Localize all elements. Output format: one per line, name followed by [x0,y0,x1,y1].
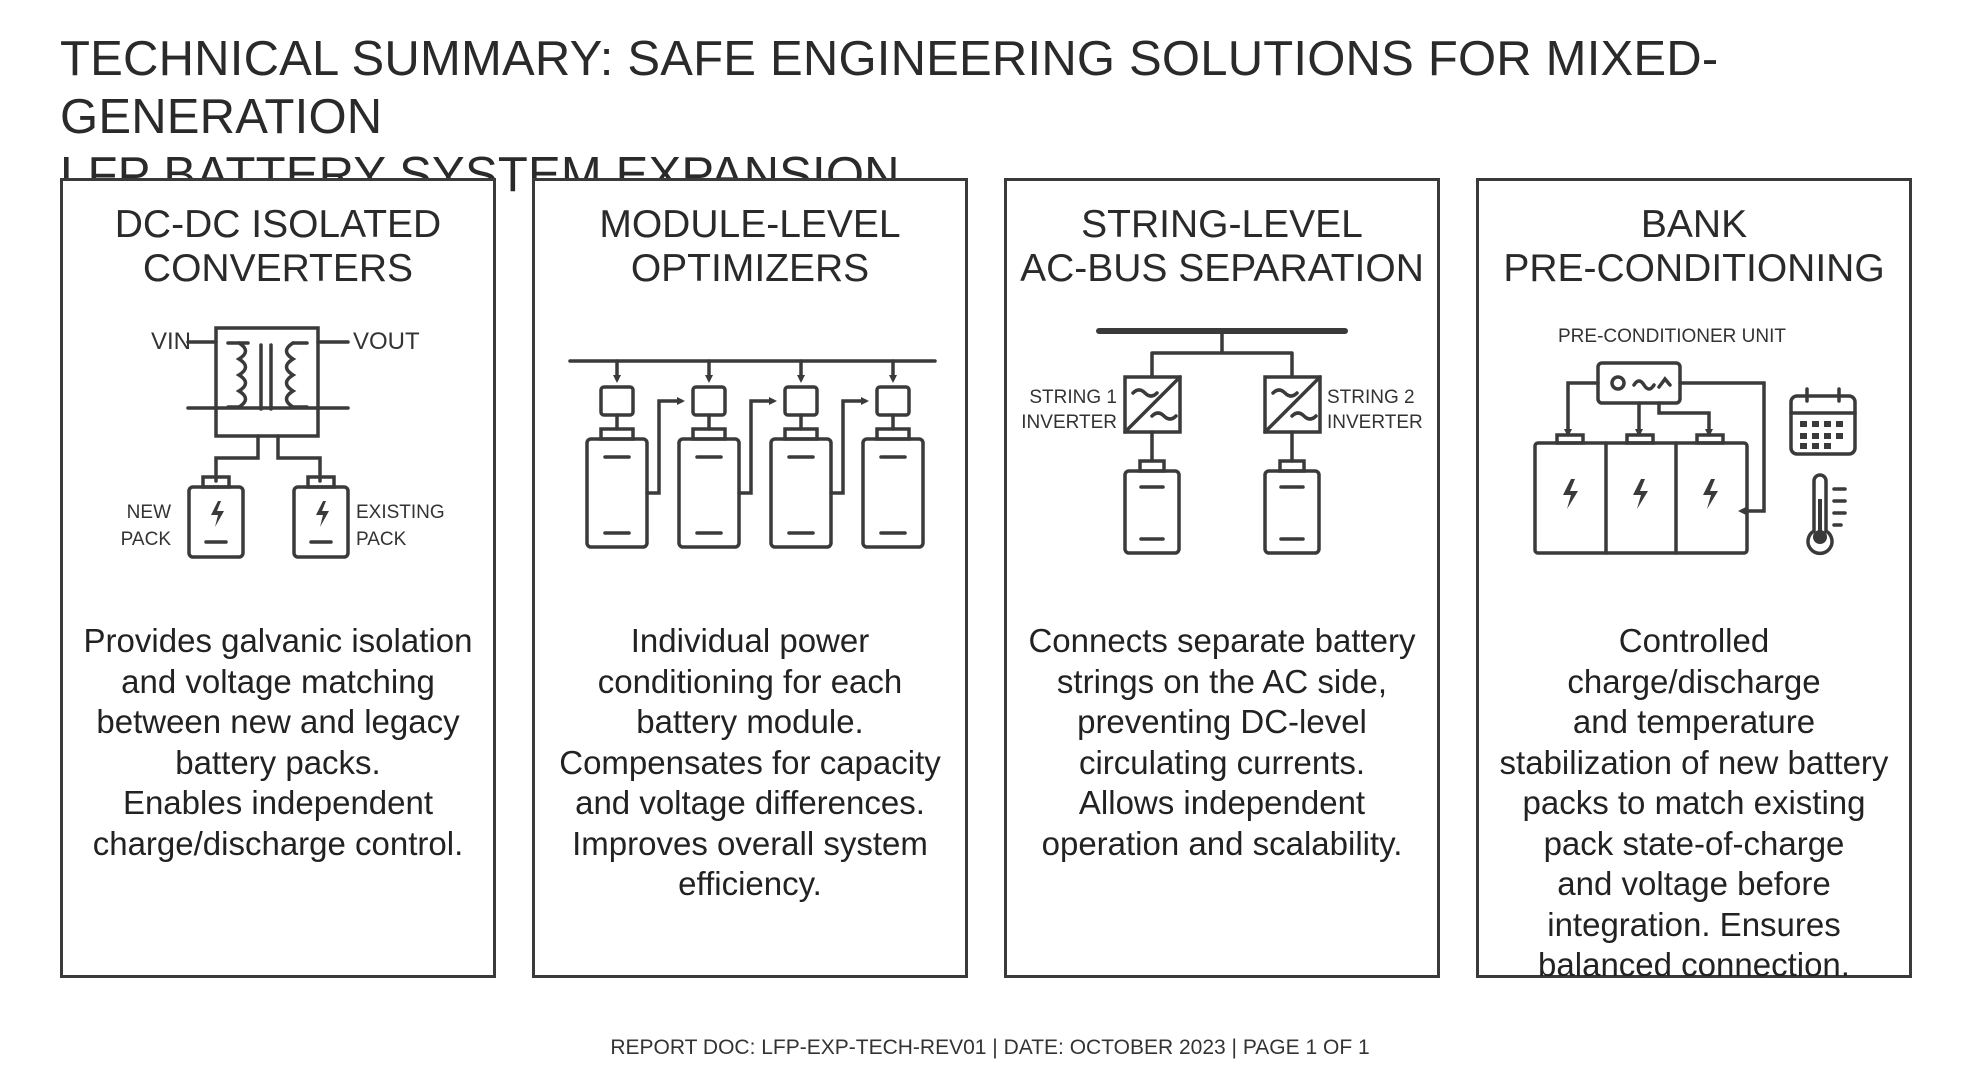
optimizer-icon [783,385,819,417]
panel-dc-dc-converters: DC-DC ISOLATED CONVERTERS [60,178,496,978]
preconditioner-label: PRE-CONDITIONER UNIT [1558,326,1786,347]
panel-title-line: STRING-LEVEL [1081,203,1363,246]
footer-report-info: REPORT DOC: LFP-EXP-TECH-REV01 | DATE: O… [610,1036,1370,1059]
desc-line: packs to match existing [1522,784,1866,821]
panel-module-optimizers: MODULE-LEVEL OPTIMIZERS [532,178,968,978]
panel-ac-bus-separation: STRING-LEVEL AC-BUS SEPARATION [1004,178,1440,978]
calendar-icon [1789,394,1857,456]
desc-line: preventing DC-level [1077,703,1367,740]
ac-bus-diagram: STRING 1 INVERTER STRING 2 INVERTER [1007,321,1437,611]
desc-line: Provides galvanic isolation [83,622,473,659]
optimizer-diagram [535,321,965,611]
desc-line: and voltage differences. [575,784,925,821]
panel-title-line: CONVERTERS [142,247,414,290]
panel-title-line: DC-DC ISOLATED [114,203,442,246]
preconditioning-diagram: PRE-CONDITIONER UNIT [1479,321,1909,611]
battery-icon [187,485,245,559]
desc-line: strings on the AC side, [1056,662,1388,700]
string2-label: STRING 2 [1327,387,1415,408]
panel-title-line: OPTIMIZERS [630,247,870,290]
transformer-box [214,326,320,438]
desc-line: efficiency. [678,865,822,902]
desc-line: Compensates for capacity [559,743,941,781]
desc-line: integration. Ensures [1547,905,1841,943]
page-title: TECHNICAL SUMMARY: SAFE ENGINEERING SOLU… [60,30,1920,204]
string1-label: INVERTER [1021,412,1117,433]
panel-description: Provides galvanic isolation and voltage … [75,621,481,864]
string2-label: INVERTER [1327,412,1423,433]
desc-line: and voltage matching [121,662,435,700]
optimizer-icon [599,385,635,417]
panel-title-line: MODULE-LEVEL [599,203,901,246]
optimizer-icon [691,385,727,417]
battery-icon [677,437,741,549]
panel-title: BANK PRE-CONDITIONING [1479,203,1909,291]
desc-line: Improves overall system [572,824,928,862]
battery-icon [861,437,925,549]
vin-label: VIN [151,328,191,355]
panel-title-line: AC-BUS SEPARATION [1020,247,1424,290]
desc-line: Enables independent [122,784,434,821]
existing-pack-label: PACK [356,529,407,550]
desc-line: and voltage before [1557,865,1831,902]
dc-dc-diagram: VIN VOUT NEW PACK EXISTING PACK [63,321,493,611]
thermometer-icon [1806,473,1834,556]
desc-line: between new and legacy [96,703,460,740]
panel-title: STRING-LEVEL AC-BUS SEPARATION [1007,203,1437,291]
panel-description: Controlled charge/discharge and temperat… [1491,621,1897,986]
battery-icon [769,437,833,549]
panel-title-line: BANK [1640,203,1748,246]
battery-icon [585,437,649,549]
panel-description: Individual power conditioning for each b… [547,621,953,905]
transformer-icon: VIN VOUT NEW PACK EXISTING PACK [121,326,445,559]
desc-line: battery packs. [175,743,381,781]
desc-line: circulating currents. [1078,743,1366,781]
panel-title: MODULE-LEVEL OPTIMIZERS [535,203,965,291]
panel-title: DC-DC ISOLATED CONVERTERS [63,203,493,291]
desc-line: and temperature [1572,703,1816,740]
desc-line: Individual power [630,622,870,659]
panel-bank-preconditioning: BANK PRE-CONDITIONING PRE-CONDITIONER UN… [1476,178,1912,983]
desc-line: balanced connection. [1538,946,1850,983]
desc-line: charge/discharge control. [92,824,464,862]
desc-line: stabilization of new battery [1499,743,1889,781]
new-pack-label: NEW [127,502,171,523]
panel-description: Connects separate battery strings on the… [1019,621,1425,864]
desc-line: Allows independent [1078,784,1366,821]
string1-label: STRING 1 [1029,387,1117,408]
existing-pack-label: EXISTING [356,502,445,523]
desc-line: Controlled charge/discharge [1567,622,1821,700]
desc-line: pack state-of-charge [1543,824,1845,862]
battery-icon [292,485,350,559]
desc-line: conditioning for each [597,662,903,700]
desc-line: battery module. [636,703,864,740]
desc-line: Connects separate battery [1028,622,1416,659]
optimizer-icon [875,385,911,417]
desc-line: operation and scalability. [1041,824,1403,862]
vout-label: VOUT [353,328,420,355]
title-line-1: TECHNICAL SUMMARY: SAFE ENGINEERING SOLU… [60,32,1719,144]
panel-title-line: PRE-CONDITIONING [1503,247,1885,290]
new-pack-label: PACK [121,529,172,550]
